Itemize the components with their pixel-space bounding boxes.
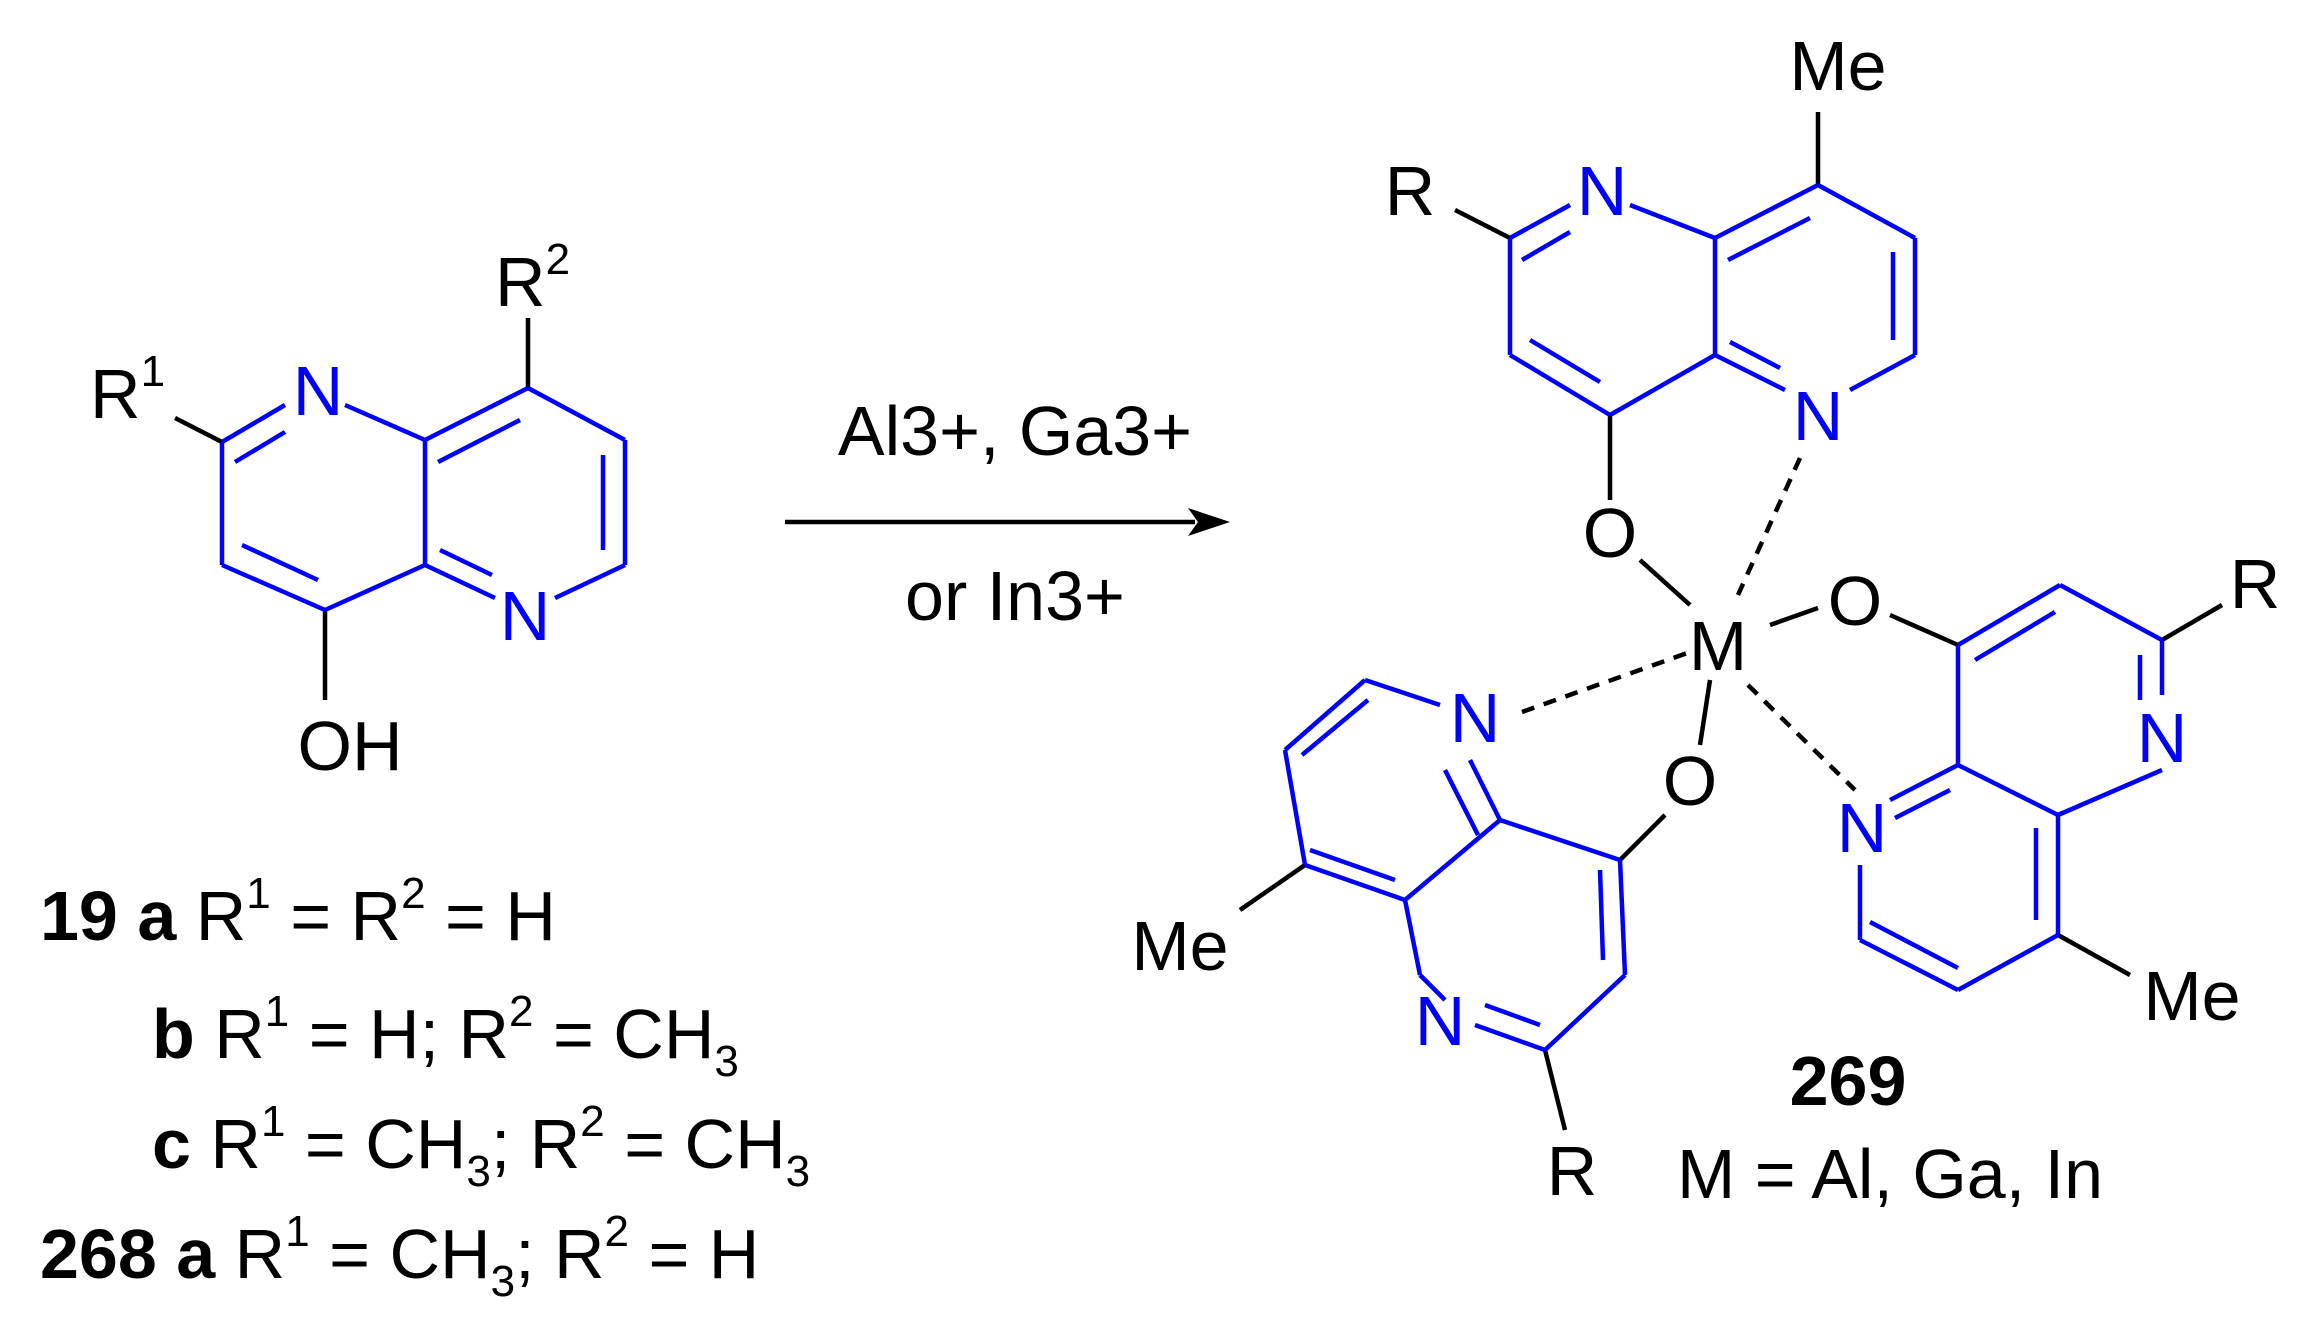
ligand-top: N N R Me bbox=[1385, 27, 1918, 500]
oxygen-right: O bbox=[1828, 562, 1882, 640]
table-row: c R1 = CH3; R2 = CH3 bbox=[152, 1097, 810, 1196]
reagents-top: Al3+, Ga3+ bbox=[838, 392, 1192, 470]
atom-n-right-ring: N bbox=[500, 577, 551, 655]
me-label-top: Me bbox=[1789, 27, 1886, 105]
table-row: 268 a R1 = CH3; R2 = H bbox=[40, 1207, 759, 1306]
metal-center: O M O O bbox=[1521, 457, 1882, 820]
ligand-left: N N Me R bbox=[1131, 677, 1667, 1210]
ligand-right: N N R Me bbox=[1837, 545, 2281, 1035]
r1-label: R1 bbox=[90, 347, 165, 433]
table-row: b R1 = H; R2 = CH3 bbox=[152, 987, 739, 1086]
metal-complex-269: N N R Me O M O O bbox=[1131, 27, 2280, 1213]
hydroxyl-label: OH bbox=[298, 707, 403, 785]
atom-n-top-2: N bbox=[1793, 377, 1844, 455]
reaction-arrow: Al3+, Ga3+ or In3+ bbox=[785, 392, 1230, 635]
r-label-right: R bbox=[2230, 545, 2281, 623]
me-label-right: Me bbox=[2143, 957, 2240, 1035]
r-label-top: R bbox=[1385, 152, 1436, 230]
atom-n-left-1: N bbox=[1450, 679, 1501, 757]
me-label-left: Me bbox=[1131, 907, 1228, 985]
atom-n-left-ring: N bbox=[293, 352, 344, 430]
table-row: 19 a R1 = R2 = H bbox=[40, 869, 556, 955]
compound-number-269: 269 bbox=[1790, 1042, 1907, 1120]
atom-n-right-1: N bbox=[2137, 699, 2188, 777]
r-label-bottom: R bbox=[1547, 1132, 1598, 1210]
metal-definition: M = Al, Ga, In bbox=[1677, 1135, 2103, 1213]
metal-label: M bbox=[1689, 607, 1747, 685]
atom-n-left-2: N bbox=[1415, 982, 1466, 1060]
starting-naphthyridinol: N N OH R1 R2 bbox=[90, 235, 628, 785]
r2-label: R2 bbox=[495, 235, 570, 321]
oxygen-top: O bbox=[1583, 494, 1637, 572]
atom-n-right-2: N bbox=[1837, 789, 1888, 867]
oxygen-bottom: O bbox=[1663, 742, 1717, 820]
atom-n-top-1: N bbox=[1577, 152, 1628, 230]
substituent-table: 19 a R1 = R2 = H b R1 = H; R2 = CH3 c R1… bbox=[40, 869, 810, 1306]
reagents-bottom: or In3+ bbox=[905, 557, 1125, 635]
